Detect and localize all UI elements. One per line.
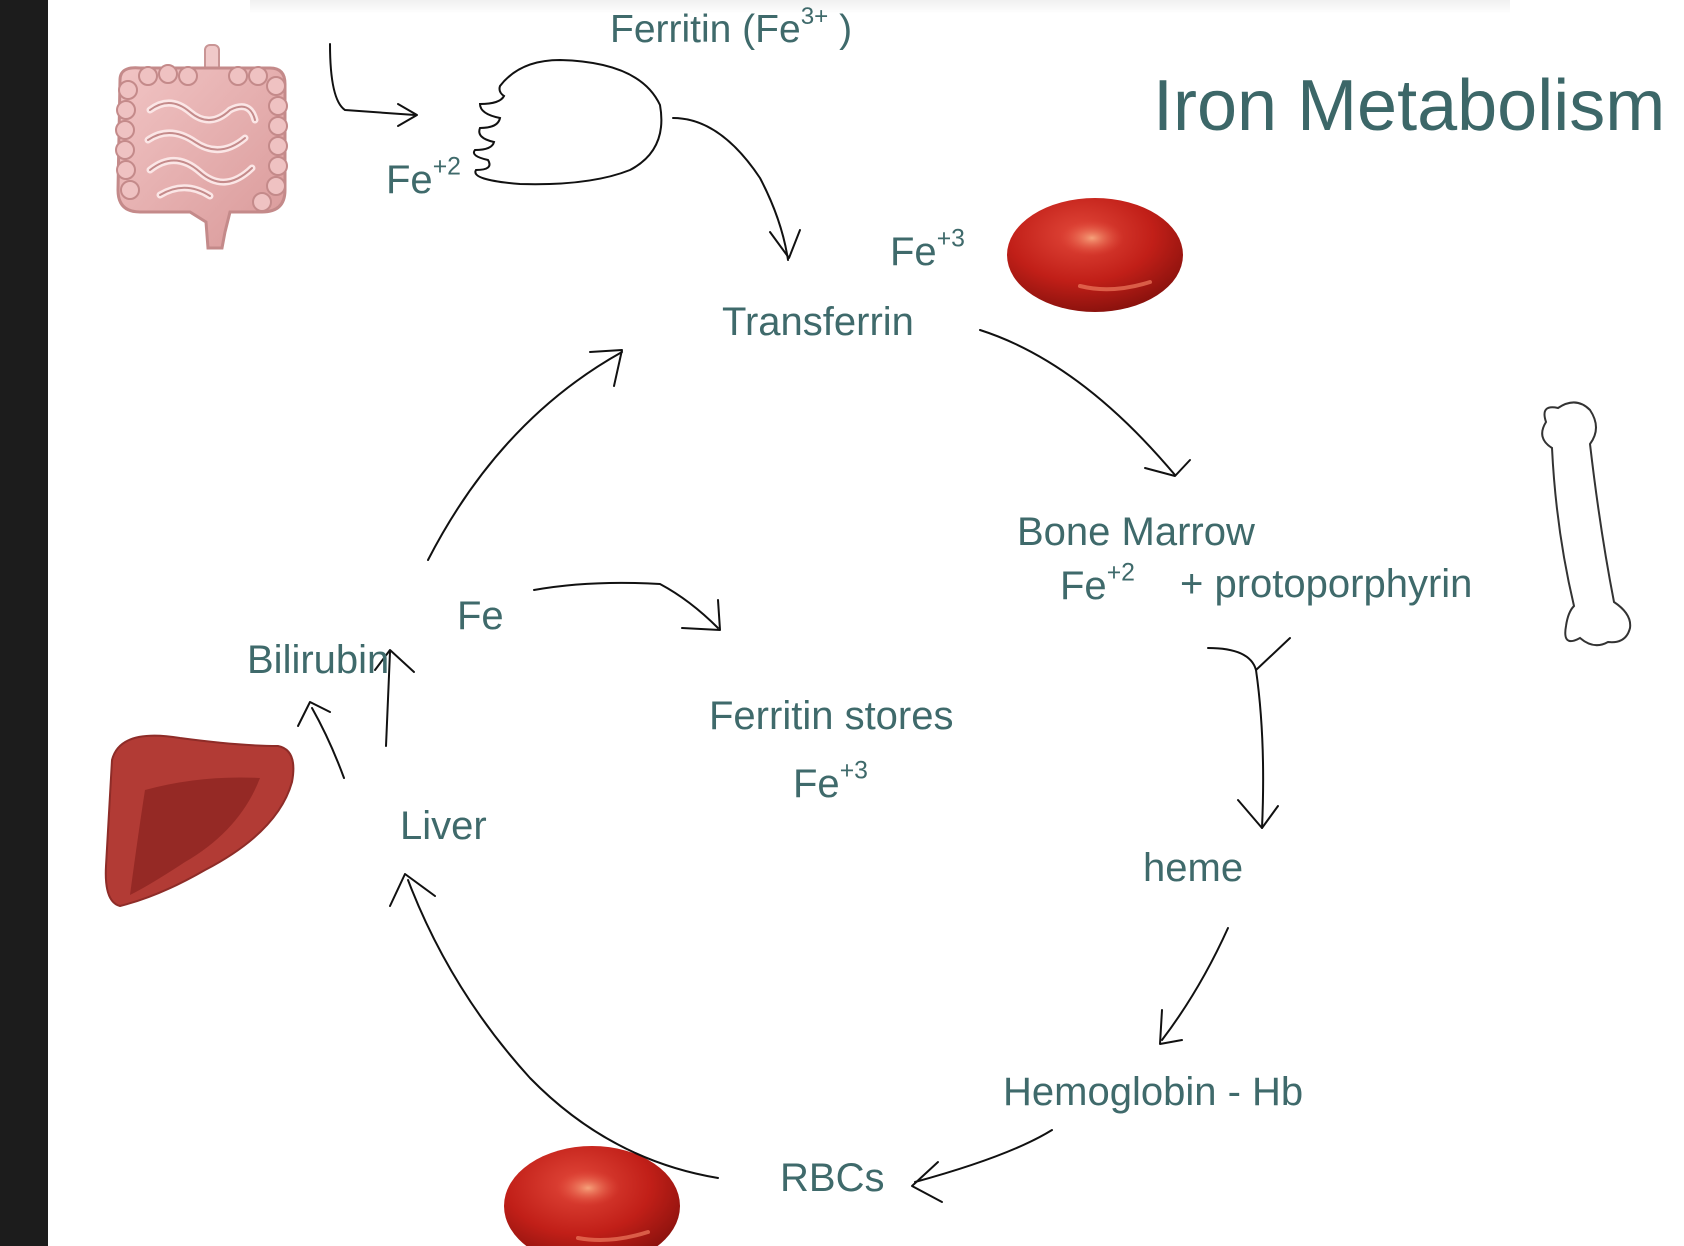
liver-icon <box>104 734 295 908</box>
arrow-liver-to-fe <box>374 649 415 747</box>
red-blood-cell-icon <box>1007 198 1183 312</box>
arrow-rbcs-to-liver <box>389 873 719 1179</box>
red-blood-cell-icon <box>504 1146 680 1246</box>
ferritin-blob <box>472 58 663 186</box>
fe3-stores-label: Fe+3 <box>793 757 868 806</box>
liver-label: Liver <box>400 804 487 848</box>
fe2-gut-label: Fe+2 <box>386 153 461 202</box>
ferritin-stores-label: Ferritin stores <box>709 694 954 738</box>
arrow-hemoglobin-to-rbcs <box>911 1129 1053 1203</box>
arrow-fe-to-ferritin-stores <box>533 581 721 631</box>
fe2-marrow-label: Fe+2 <box>1060 559 1135 608</box>
protoporphyrin-label: + protoporphyrin <box>1180 562 1473 606</box>
arrow-heme-to-hemoglobin <box>1159 927 1229 1045</box>
top-shadow <box>250 0 1510 14</box>
ferritin-label: Ferritin (Fe3+ ) <box>610 2 853 51</box>
transferrin-label: Transferrin <box>722 300 914 344</box>
intestine-icon <box>115 44 288 250</box>
arrow-ferritin-to-transferrin <box>672 117 801 261</box>
rbcs-label: RBCs <box>780 1156 885 1200</box>
bone-icon <box>1541 401 1632 647</box>
fe3-transferrin-label: Fe+3 <box>890 225 965 274</box>
page-title: Iron Metabolism <box>1153 66 1666 146</box>
left-sidebar <box>0 0 48 1246</box>
hemoglobin-label: Hemoglobin - Hb <box>1003 1070 1304 1114</box>
arrow-fe-to-transferrin <box>427 349 623 561</box>
arrow-liver-to-bilirubin <box>297 701 345 779</box>
heme-label: heme <box>1143 846 1244 890</box>
bilirubin-label: Bilirubin <box>247 638 390 682</box>
bone-marrow-label: Bone Marrow <box>1017 510 1255 554</box>
arrow-intestine-to-ferritin <box>329 43 418 127</box>
arrow-bone-marrow-to-heme <box>1207 637 1291 829</box>
arrow-transferrin-to-bone-marrow <box>979 329 1191 477</box>
fe-liver-label: Fe <box>457 594 504 638</box>
